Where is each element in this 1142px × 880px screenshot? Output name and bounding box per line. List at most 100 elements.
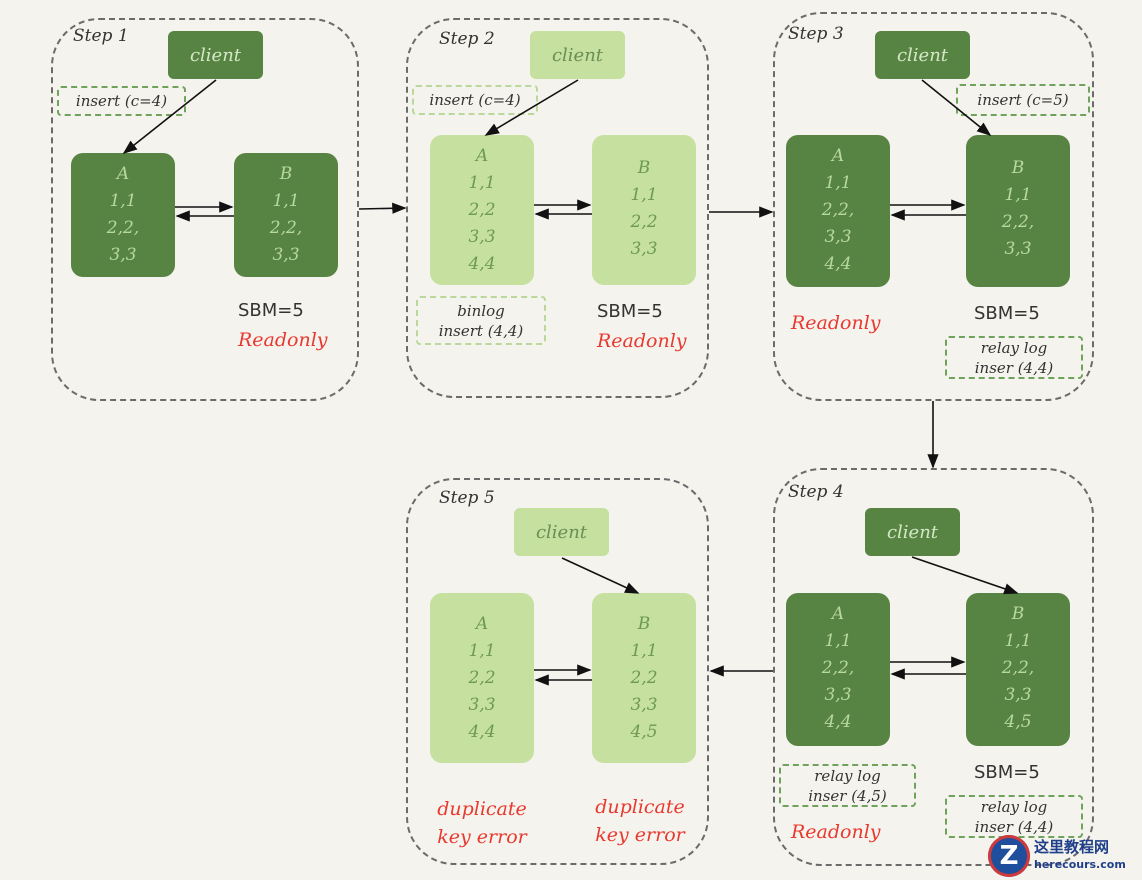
db-row: 3,3 — [468, 227, 496, 247]
db-name: A — [831, 146, 845, 166]
arrow-client-to-b — [561, 557, 640, 594]
db-row: 1,1 — [109, 191, 137, 211]
db-row: 2,2, — [821, 200, 855, 220]
step-4-readonly: Readonly — [791, 821, 881, 843]
step-3-relay-note: relay log inser (4,4) — [945, 336, 1083, 379]
db-row: 3,3 — [630, 239, 658, 259]
db-row: 2,2 — [630, 668, 658, 688]
db-row: 4,4 — [468, 254, 496, 274]
db-name: B — [637, 158, 651, 178]
step-5-db-a: A 1,1 2,2 3,3 4,4 — [430, 593, 534, 763]
watermark-text: 这里教程网 herecours.com — [1034, 839, 1126, 873]
step-2-sbm: SBM=5 — [597, 301, 663, 322]
db-row: 4,5 — [1004, 712, 1032, 732]
error-line: key error — [437, 826, 527, 848]
relay-title: relay log — [814, 767, 881, 785]
db-row: 3,3 — [1004, 239, 1032, 259]
db-row: 1,1 — [1004, 631, 1032, 651]
step-5-label: Step 5 — [439, 488, 495, 508]
step-3-insert-note: insert (c=5) — [956, 84, 1090, 116]
db-row: 1,1 — [1004, 185, 1032, 205]
step-2-client: client — [530, 31, 625, 79]
db-row: 2,2, — [1001, 658, 1035, 678]
step-4-panel — [773, 468, 1094, 866]
step-1-label: Step 1 — [73, 26, 129, 46]
step-3-sbm: SBM=5 — [974, 303, 1040, 324]
error-line: duplicate — [437, 798, 527, 820]
step-4-db-b: B 1,1 2,2, 3,3 4,5 — [966, 593, 1070, 746]
step-1-readonly: Readonly — [238, 329, 328, 351]
step-3-readonly: Readonly — [791, 312, 881, 334]
db-name: B — [1011, 604, 1025, 624]
relay-entry: inser (4,4) — [974, 359, 1054, 377]
step-2-db-b: B 1,1 2,2 3,3 — [592, 135, 696, 285]
db-row: 3,3 — [1004, 685, 1032, 705]
db-name: B — [637, 614, 651, 634]
error-line: key error — [595, 824, 685, 846]
arrow-client-to-b — [911, 556, 1019, 595]
step-3-db-a: A 1,1 2,2, 3,3 4,4 — [786, 135, 890, 287]
arrow-client-to-a — [122, 79, 217, 154]
db-row: 2,2, — [1001, 212, 1035, 232]
step-3-client: client — [875, 31, 970, 79]
db-row: 2,2, — [821, 658, 855, 678]
db-name: A — [831, 604, 845, 624]
db-row: 1,1 — [468, 173, 496, 193]
db-name: B — [1011, 158, 1025, 178]
arrow-step1-to-step2 — [358, 202, 407, 214]
db-row: 1,1 — [272, 191, 300, 211]
step-5-error-a: duplicate key error — [432, 795, 532, 851]
db-row: 4,4 — [824, 712, 852, 732]
db-row: 4,4 — [824, 254, 852, 274]
step-1-panel — [51, 18, 359, 401]
db-row: 4,4 — [468, 722, 496, 742]
step-1-db-a: A 1,1 2,2, 3,3 — [71, 153, 175, 277]
binlog-title: binlog — [457, 302, 505, 320]
step-3-panel — [773, 12, 1094, 401]
step-1-insert-note: insert (c=4) — [57, 86, 186, 116]
step-2-db-a: A 1,1 2,2 3,3 4,4 — [430, 135, 534, 285]
step-4-sbm: SBM=5 — [974, 762, 1040, 783]
step-4-relay-note-a: relay log inser (4,5) — [779, 764, 916, 807]
db-row: 3,3 — [272, 245, 300, 265]
step-5-panel — [406, 478, 709, 865]
step-2-readonly: Readonly — [597, 330, 687, 352]
relay-entry: inser (4,4) — [974, 818, 1054, 836]
arrow-client-to-b — [921, 79, 992, 137]
step-5-client: client — [514, 508, 609, 556]
db-row: 1,1 — [468, 641, 496, 661]
step-1-client: client — [168, 31, 263, 79]
step-4-relay-note-b: relay log inser (4,4) — [945, 795, 1083, 838]
watermark-en: herecours.com — [1034, 858, 1126, 871]
error-line: duplicate — [595, 796, 685, 818]
db-row: 1,1 — [824, 173, 852, 193]
watermark-cn: 这里教程网 — [1034, 838, 1110, 856]
watermark-logo-icon: Z — [988, 835, 1030, 877]
db-name: B — [279, 164, 293, 184]
binlog-entry: insert (4,4) — [438, 322, 524, 340]
db-row: 4,5 — [630, 722, 658, 742]
step-2-binlog-note: binlog insert (4,4) — [416, 296, 546, 345]
step-2-insert-note: insert (c=4) — [412, 85, 538, 115]
step-4-db-a: A 1,1 2,2, 3,3 4,4 — [786, 593, 890, 746]
step-2-label: Step 2 — [439, 29, 495, 49]
db-row: 3,3 — [824, 685, 852, 705]
db-row: 2,2 — [630, 212, 658, 232]
relay-entry: inser (4,5) — [808, 787, 887, 805]
arrow-client-to-a — [484, 79, 579, 136]
step-4-label: Step 4 — [788, 482, 844, 502]
db-row: 1,1 — [630, 641, 658, 661]
db-row: 1,1 — [824, 631, 852, 651]
db-row: 3,3 — [109, 245, 137, 265]
db-row: 2,2 — [468, 200, 496, 220]
db-row: 3,3 — [630, 695, 658, 715]
db-row: 3,3 — [468, 695, 496, 715]
db-row: 1,1 — [630, 185, 658, 205]
step-4-client: client — [865, 508, 960, 556]
db-name: A — [116, 164, 130, 184]
watermark: Z 这里教程网 herecours.com — [988, 834, 1138, 878]
step-1-sbm: SBM=5 — [238, 300, 304, 321]
step-3-db-b: B 1,1 2,2, 3,3 — [966, 135, 1070, 287]
step-5-error-b: duplicate key error — [590, 793, 690, 849]
